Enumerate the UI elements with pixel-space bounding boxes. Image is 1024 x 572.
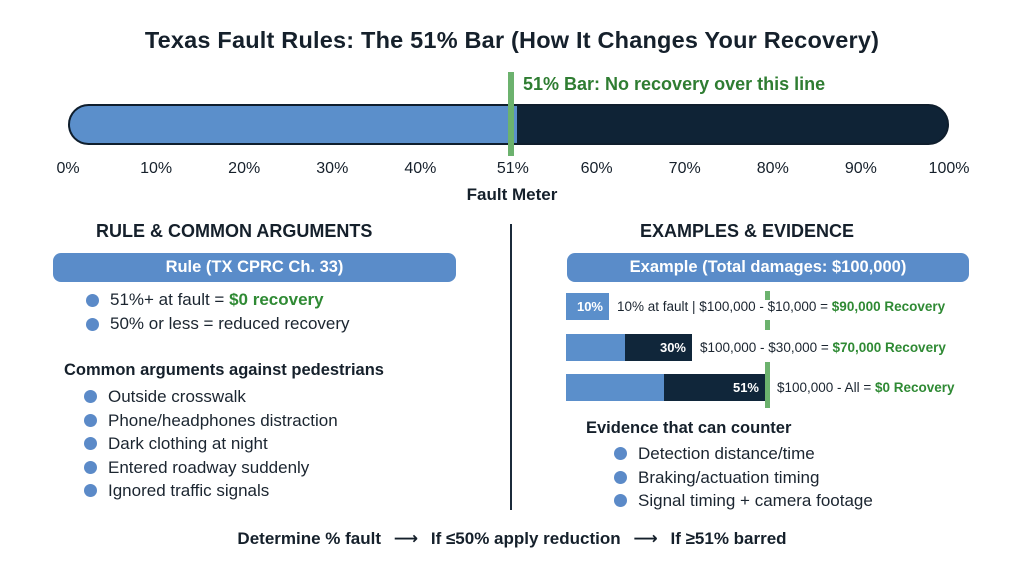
example-calculation-30: $100,000 - $30,000 = $70,000 Recovery	[700, 340, 946, 355]
bar-marker-dash	[765, 291, 770, 300]
fault-meter-tick-label: 100%	[928, 160, 970, 177]
example-bar-percent-label: 30%	[659, 340, 686, 355]
example-calculation-51: $100,000 - All = $0 Recovery	[777, 380, 955, 395]
fault-meter-tick-label: 30%	[316, 160, 349, 177]
rule-pill: Rule (TX CPRC Ch. 33)	[53, 253, 456, 282]
fifty-one-percent-bar-label: 51% Bar: No recovery over this line	[523, 74, 826, 94]
bar-marker-dash	[765, 320, 770, 330]
argument-item: Ignored traffic signals	[84, 479, 338, 503]
evidence-heading: Evidence that can counter	[586, 419, 792, 437]
page-title: Texas Fault Rules: The 51% Bar (How It C…	[144, 27, 880, 53]
rule-item-reduced: 50% or less = reduced recovery	[86, 312, 350, 336]
fault-meter-tick-label: 40%	[404, 160, 437, 177]
fault-meter-tick-label: 70%	[668, 160, 701, 177]
bar-marker-dash	[765, 362, 770, 368]
process-flow: Determine % fault ⟶ If ≤50% apply reduct…	[0, 529, 1024, 549]
fault-meter-fill-allowed	[70, 106, 518, 143]
fault-meter-tick-label: 80%	[756, 160, 789, 177]
arguments-list: Outside crosswalk Phone/headphones distr…	[84, 385, 338, 503]
fault-meter-tick-label: 20%	[228, 160, 261, 177]
example-bar-51: 51%	[566, 374, 765, 401]
fifty-one-percent-bar-line	[508, 72, 514, 156]
argument-item: Outside crosswalk	[84, 385, 338, 409]
examples-section-heading: EXAMPLES & EVIDENCE	[640, 221, 855, 241]
rule-list: 51%+ at fault = $0 recovery 50% or less …	[86, 288, 350, 336]
column-divider	[510, 224, 512, 510]
fault-meter-tick-label: 51%	[496, 160, 529, 177]
example-bar-10: 10%	[566, 293, 609, 320]
fault-meter-tick-label: 0%	[56, 160, 80, 177]
arrow-right-icon: ⟶	[393, 529, 419, 548]
example-calculation-10: 10% at fault | $100,000 - $10,000 = $90,…	[617, 299, 946, 314]
example-bar-percent-label: 51%	[732, 380, 759, 395]
example-bar-percent-label: 10%	[576, 299, 603, 314]
flow-step-determine: Determine % fault	[237, 529, 382, 548]
fault-meter-caption: Fault Meter	[466, 185, 558, 204]
example-bar-recovery-part	[566, 334, 625, 361]
bar-marker-line	[765, 368, 770, 408]
example-bar-recovery-part	[566, 374, 664, 401]
rule-section-heading: RULE & COMMON ARGUMENTS	[96, 221, 373, 241]
arguments-heading: Common arguments against pedestrians	[64, 361, 384, 379]
evidence-item: Detection distance/time	[614, 442, 873, 466]
flow-step-barred: If ≥51% barred	[670, 529, 787, 548]
argument-item: Dark clothing at night	[84, 432, 338, 456]
rule-item-barred: 51%+ at fault = $0 recovery	[86, 288, 350, 312]
example-bar-30: 30%	[566, 334, 692, 361]
arrow-right-icon: ⟶	[633, 529, 658, 548]
evidence-item: Braking/actuation timing	[614, 466, 873, 490]
fault-meter-tick-label: 90%	[844, 160, 877, 177]
flow-step-reduce: If ≤50% apply reduction	[430, 529, 621, 548]
example-pill: Example (Total damages: $100,000)	[567, 253, 969, 282]
fault-meter-tick-label: 60%	[580, 160, 613, 177]
fault-meter-tick-label: 10%	[140, 160, 173, 177]
argument-item: Entered roadway suddenly	[84, 456, 338, 480]
argument-item: Phone/headphones distraction	[84, 409, 338, 433]
evidence-item: Signal timing + camera footage	[614, 489, 873, 513]
evidence-list: Detection distance/time Braking/actuatio…	[614, 442, 873, 513]
